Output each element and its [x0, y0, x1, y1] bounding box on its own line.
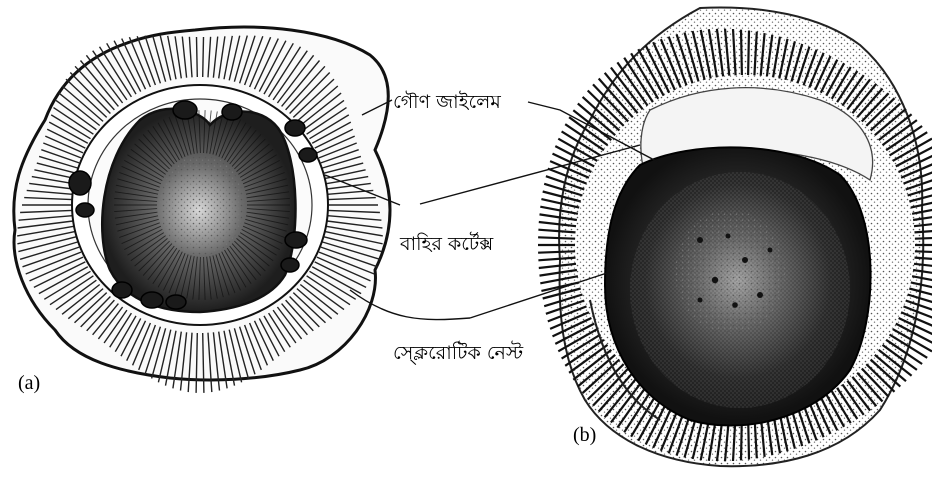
sclerotic-nest [112, 282, 132, 298]
pith-dot [726, 234, 731, 239]
sclerotic-nest [285, 232, 307, 248]
wood-ray-line [538, 237, 575, 238]
wood-ray-line [538, 251, 575, 252]
wood-ray-line [748, 31, 749, 76]
wood-ray-line [197, 37, 198, 77]
sclerotic-nest [281, 258, 299, 272]
pith-b [675, 210, 785, 334]
label-sclerotic-nest: স্ক্লেরোটিক নেস্ট [393, 341, 524, 365]
pith-dot [742, 257, 748, 263]
pith-dot [712, 277, 718, 283]
panel-label-a: (a) [18, 372, 40, 394]
sclerotic-nest [166, 295, 186, 309]
label-outer-cortex: বাহির কর্টেক্স [399, 232, 494, 255]
sclerotic-nest [69, 171, 91, 195]
pith-dot [698, 298, 703, 303]
sclerotic-nest [285, 120, 305, 136]
label-secondary-xylem: গৌণ জাইলেম [393, 91, 501, 113]
pith-dot [732, 302, 738, 308]
sclerotic-nest [173, 101, 197, 119]
section-b [538, 7, 932, 466]
pith-a [160, 155, 244, 255]
sclerotic-nest [222, 104, 242, 120]
sclerotic-nest [76, 203, 94, 217]
pith-dot [768, 248, 773, 253]
sclerotic-nest [299, 148, 317, 162]
wood-ray-line [741, 30, 742, 75]
section-a [14, 27, 390, 393]
pith-dot [757, 292, 763, 298]
panel-label-b: (b) [573, 424, 596, 446]
pith-dot [697, 237, 703, 243]
wood-ray-line [203, 37, 204, 77]
sclerotic-nest [141, 292, 163, 308]
